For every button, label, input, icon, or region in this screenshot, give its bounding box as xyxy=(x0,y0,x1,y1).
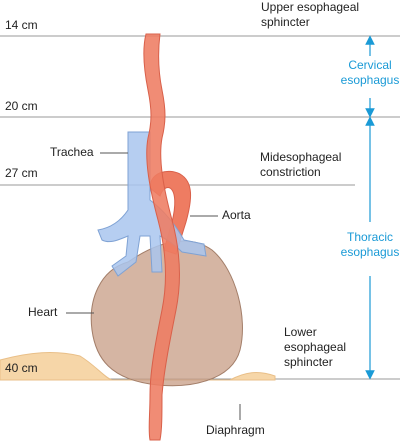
diaphragm-shape xyxy=(0,352,276,381)
cervical-esophagus-label: Cervical esophagus xyxy=(340,58,400,87)
diaphragm-label: Diaphragm xyxy=(206,423,265,437)
trachea-label: Trachea xyxy=(50,145,94,159)
midesophageal-constriction-label: Midesophageal constriction xyxy=(260,150,342,179)
trachea-shape xyxy=(97,131,207,277)
level-27cm-label: 27 cm xyxy=(5,166,38,180)
upper-esophageal-sphincter-label: Upper esophageal sphincter xyxy=(261,0,360,29)
level-14cm-label: 14 cm xyxy=(5,18,38,32)
level-40cm-label: 40 cm xyxy=(5,361,38,375)
lower-esophageal-sphincter-label: Lower esophageal sphincter xyxy=(284,325,347,369)
heart-label: Heart xyxy=(28,305,58,319)
aorta-label: Aorta xyxy=(222,208,251,222)
esophagus-shape xyxy=(143,33,180,441)
thoracic-esophagus-label: Thoracic esophagus xyxy=(340,230,400,259)
level-20cm-label: 20 cm xyxy=(5,99,38,113)
